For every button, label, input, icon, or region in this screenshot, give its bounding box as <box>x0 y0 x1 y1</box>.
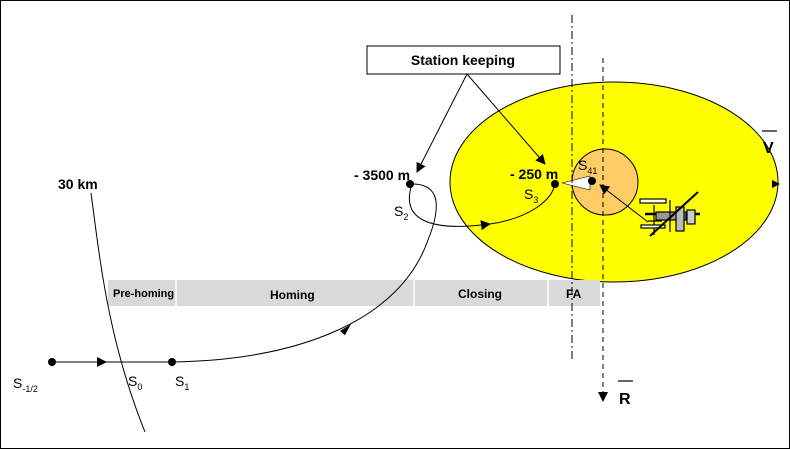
phase-closing <box>414 280 548 306</box>
label-s3: S3 <box>524 186 538 205</box>
trajectory-closing <box>408 183 491 231</box>
point-s-half <box>48 358 56 366</box>
space-station-icon <box>639 191 700 237</box>
callout-pointer-s3 <box>466 73 546 165</box>
phase-label-fa: FA <box>566 287 582 301</box>
label-s2: S2 <box>394 203 408 222</box>
point-s3 <box>551 180 559 188</box>
distance-250-label: - 250 m <box>510 166 558 182</box>
point-s2 <box>406 180 414 188</box>
range-30km-curve <box>90 192 146 433</box>
phase-label-pre-homing: Pre-homing <box>113 288 174 300</box>
station-keeping-text: Station keeping <box>411 52 515 68</box>
v-axis-label: V <box>763 140 774 157</box>
point-s41 <box>588 177 596 185</box>
label-s0: S0 <box>128 373 142 392</box>
phase-pre-homing <box>108 280 176 306</box>
phase-homing <box>176 280 414 306</box>
point-s1 <box>168 358 176 366</box>
label-s-half: S-1/2 <box>13 375 38 394</box>
station-keeping-callout <box>366 45 561 75</box>
phase-fa <box>548 280 600 306</box>
phase-label-homing: Homing <box>270 288 315 302</box>
station-to-s41-arrow <box>599 184 649 223</box>
distance-3500-label: - 3500 m <box>354 167 410 183</box>
phase-label-closing: Closing <box>458 287 502 301</box>
range-30km-label: 30 km <box>58 176 98 192</box>
r-axis-label: R <box>619 391 631 408</box>
v-axis-arrowhead <box>772 180 780 188</box>
r-axis-arrowhead <box>598 392 608 402</box>
label-s41: S41 <box>578 157 597 176</box>
trajectory-homing <box>171 183 437 363</box>
callout-pointer-s2 <box>416 73 468 173</box>
label-s1: S1 <box>175 373 189 392</box>
